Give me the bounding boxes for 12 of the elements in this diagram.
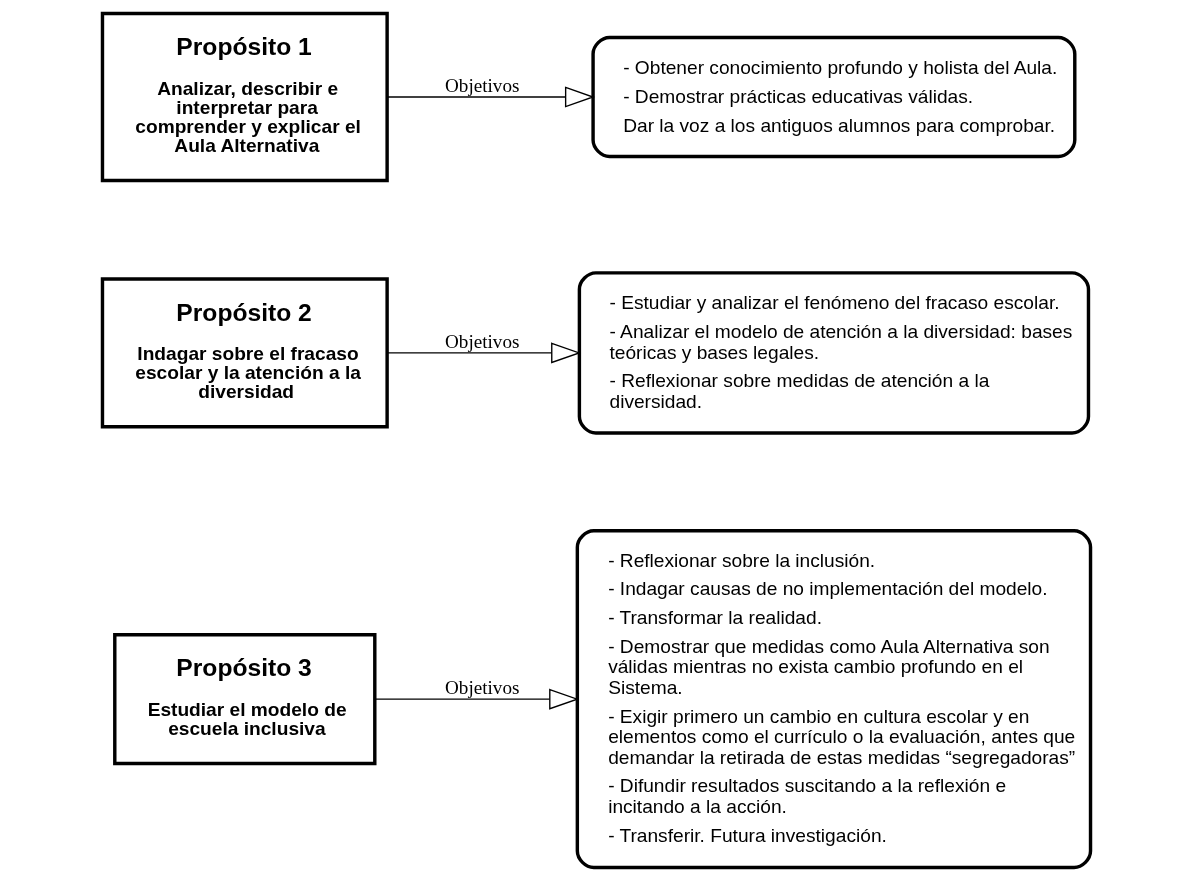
node-box: - Reflexionar sobre la inclusión. - Indagar causas de no implementación del modelo. - Transformar la realidad. - Demostrar que medidas como Aula Alternativa son válidas mientras no exista cambio profundo en el Sistema. - Exigir primero un cambio en cultura escolar y en elementos como el currículo o la evaluación, antes que demandar la retirada de estas medidas “segregadoras” - Difundir resultados suscitando a la reflexión e incitando a la acción. - Transferir. Futura investigación. — [575, 529, 1092, 870]
node-box: Propósito 2 Indagar sobre el fracaso escolar y la atención a la diversidad — [100, 277, 389, 429]
edge-label: Objetivos — [444, 330, 519, 352]
arrow — [386, 86, 595, 108]
edge-label: Objetivos — [444, 676, 519, 698]
arrow — [373, 688, 579, 710]
node-box: Propósito 3 Estudiar el modelo de escuela inclusiva — [112, 633, 376, 766]
edge-label: Objetivos — [444, 74, 519, 96]
arrow — [386, 342, 581, 364]
node-box: Propósito 1 Analizar, describir e interpretar para comprender y explicar el Aula Alternativa — [100, 11, 389, 183]
node-box: - Estudiar y analizar el fenómeno del fracaso escolar. - Analizar el modelo de atención a la diversidad: bases teóricas y bases legales. - Reflexionar sobre medidas de atención a la diversidad. — [577, 271, 1090, 435]
node-box: - Obtener conocimiento profundo y holista del Aula. - Demostrar prácticas educativas válidas. Dar la voz a los antiguos alumnos para comprobar. — [590, 35, 1076, 159]
